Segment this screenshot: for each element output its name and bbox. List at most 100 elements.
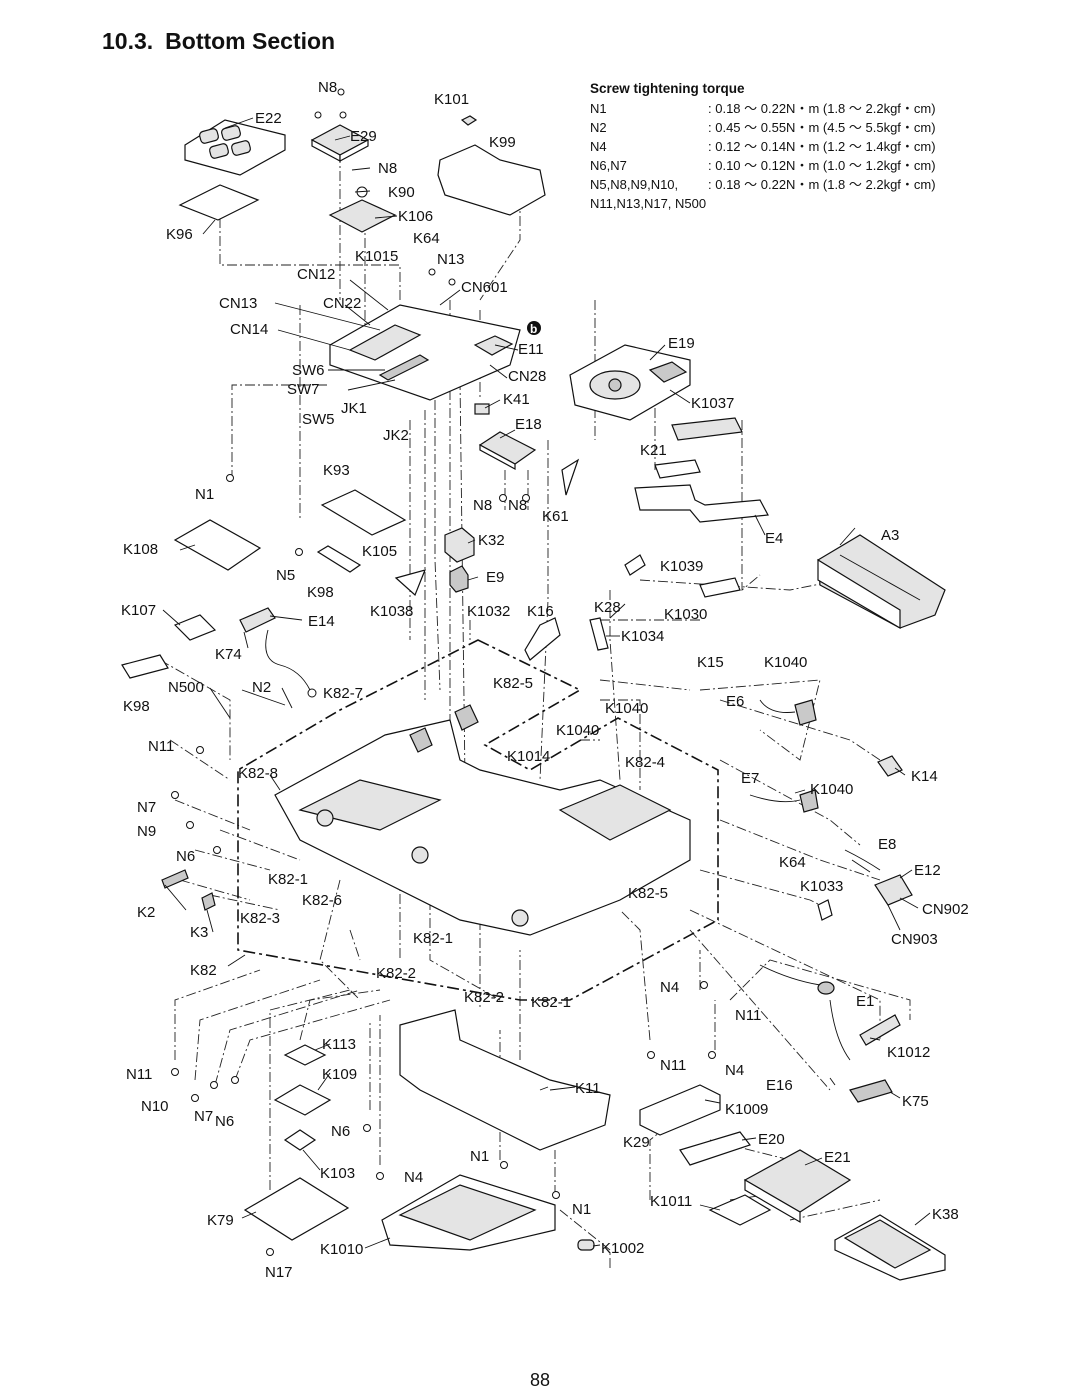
part-e1-cable <box>759 964 851 1061</box>
label-k64: K64 <box>413 230 440 247</box>
label-n5: N5 <box>276 567 295 584</box>
part-k16 <box>524 617 561 661</box>
part-main-board <box>329 304 521 401</box>
label-k1039: K1039 <box>660 558 703 575</box>
label-n8: N8 <box>378 160 397 177</box>
label-k75: K75 <box>902 1093 929 1110</box>
label-k1040: K1040 <box>810 781 853 798</box>
label-n8: N8 <box>318 79 337 96</box>
screw-heads <box>171 88 716 1256</box>
part-k93-sheet <box>320 489 407 536</box>
label-k98: K98 <box>123 698 150 715</box>
label-n1: N1 <box>572 1201 591 1218</box>
label-e12: E12 <box>914 862 941 879</box>
label-k1032: K1032 <box>467 603 510 620</box>
label-n13: N13 <box>437 251 465 268</box>
label-n4: N4 <box>725 1062 744 1079</box>
label-n9: N9 <box>137 823 156 840</box>
label-k82: K82 <box>190 962 217 979</box>
label-cn601: CN601 <box>461 279 508 296</box>
torque-value: : 0.12 ～ 0.14N・m (1.2 ～ 1.4kgf・cm) <box>708 139 936 154</box>
label-k28: K28 <box>594 599 621 616</box>
label-sw6: SW6 <box>292 362 325 379</box>
part-k2-k3 <box>161 869 216 911</box>
part-e6-connector <box>759 699 817 726</box>
label-k90: K90 <box>388 184 415 201</box>
label-n11: N11 <box>660 1057 686 1074</box>
label-k74: K74 <box>215 646 242 663</box>
label-e1: E1 <box>856 993 874 1010</box>
bottom-cabinet-outline <box>237 639 719 1001</box>
label-k82-5: K82-5 <box>628 885 668 902</box>
label-e20: E20 <box>758 1131 785 1148</box>
label-k82-6: K82-6 <box>302 892 342 909</box>
part-k1037-sheet <box>671 417 743 441</box>
label-k38: K38 <box>932 1206 959 1223</box>
label-k79: K79 <box>207 1212 234 1229</box>
label-k82-7: K82-7 <box>323 685 363 702</box>
torque-screws: N6,N7 <box>590 158 627 173</box>
label-k1030: K1030 <box>664 606 707 623</box>
label-k82-1: K82-1 <box>413 930 453 947</box>
label-b-marker: b <box>530 322 537 336</box>
torque-screws: N1 <box>590 101 607 116</box>
part-e8-e12-connectors <box>844 849 913 906</box>
label-cn903: CN903 <box>891 931 938 948</box>
label-k32: K32 <box>478 532 505 549</box>
section-name: Bottom Section <box>165 28 336 54</box>
label-cn22: CN22 <box>323 295 361 312</box>
label-sw5: SW5 <box>302 411 335 428</box>
label-k82-3: K82-3 <box>240 910 280 927</box>
label-k1033: K1033 <box>800 878 843 895</box>
part-e20-flex <box>679 1131 751 1166</box>
part-k11-sheet <box>399 1009 611 1151</box>
label-e14: E14 <box>308 613 335 630</box>
part-chassis-frame <box>274 704 691 936</box>
label-cn12: CN12 <box>297 266 335 283</box>
torque-screws: N4 <box>590 139 607 154</box>
label-sw7: SW7 <box>287 381 320 398</box>
label-k107: K107 <box>121 602 156 619</box>
torque-value: : 0.18 ～ 0.22N・m (1.8 ～ 2.2kgf・cm) <box>708 177 936 192</box>
label-e6: E6 <box>726 693 744 710</box>
label-n6: N6 <box>176 848 195 865</box>
label-n11: N11 <box>148 738 174 755</box>
label-jk2: JK2 <box>383 427 409 444</box>
label-k108: K108 <box>123 541 158 558</box>
label-k105: K105 <box>362 543 397 560</box>
part-k1030 <box>699 577 741 598</box>
label-k103: K103 <box>320 1165 355 1182</box>
part-k1002 <box>577 1239 595 1251</box>
part-k107-cable <box>173 614 217 641</box>
label-k113: K113 <box>322 1036 356 1053</box>
label-cn13: CN13 <box>219 295 257 312</box>
part-k75 <box>849 1079 893 1103</box>
label-k82-2: K82-2 <box>464 989 504 1006</box>
label-e21: E21 <box>824 1149 851 1166</box>
page-number: 88 <box>529 1370 551 1390</box>
label-n8: N8 <box>508 497 527 514</box>
torque-row: N5,N8,N9,N10,: 0.18 ～ 0.22N・m (1.8 ～ 2.2… <box>590 175 990 194</box>
label-k2: K2 <box>137 904 155 921</box>
assembly-guide-lines <box>159 135 911 1270</box>
part-labels: N8 K101 E22 E29 K99 N8 K90 K106 K96 K64 … <box>121 79 969 1281</box>
label-cn902: CN902 <box>922 901 969 918</box>
part-e4-flex-cable <box>634 459 769 523</box>
label-k1040: K1040 <box>764 654 807 671</box>
label-k98: K98 <box>307 584 334 601</box>
label-k82-8: K82-8 <box>238 765 278 782</box>
label-k1040: K1040 <box>605 700 648 717</box>
label-k1037: K1037 <box>691 395 734 412</box>
label-k16: K16 <box>527 603 554 620</box>
part-k14 <box>877 755 903 777</box>
torque-row: N4 : 0.12 ～ 0.14N・m (1.2 ～ 1.4kgf・cm) <box>590 137 990 156</box>
label-a3: A3 <box>881 527 899 544</box>
part-k1033 <box>817 899 833 921</box>
label-k1015: K1015 <box>355 248 398 265</box>
part-e21-hdd <box>743 1149 852 1224</box>
part-k1039-strip <box>624 554 646 576</box>
part-e22-card-holder <box>184 119 286 176</box>
part-k99-sheet <box>437 115 546 216</box>
part-k1010-cover <box>381 1174 556 1251</box>
label-k61: K61 <box>542 508 569 525</box>
